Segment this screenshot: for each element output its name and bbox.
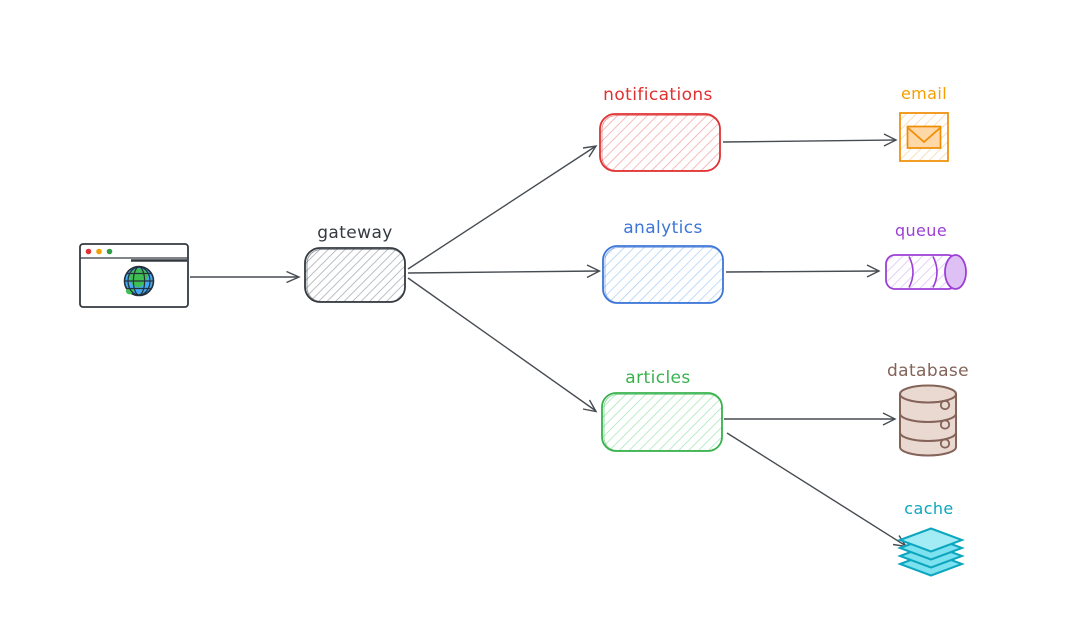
node-email[interactable]: email [899,84,949,162]
articles-label: articles [625,368,690,388]
edge-gateway-notifications[interactable] [407,145,598,270]
edge-gateway-analytics[interactable] [407,264,602,279]
edge-gateway-articles[interactable] [407,277,598,413]
window-dot-yellow [96,248,102,255]
database-label: database [887,361,969,381]
node-analytics[interactable]: analytics [602,218,724,304]
stacked-layers-icon [897,527,965,577]
window-dot-green [106,248,113,255]
edge-analytics-queue[interactable] [725,264,881,278]
globe-icon [123,265,155,297]
window-dot-red [85,248,92,255]
browser-globe-icon [79,243,189,308]
node-queue[interactable]: queue [885,221,967,290]
email-label: email [901,84,947,103]
analytics-label: analytics [623,218,703,238]
cache-label: cache [904,499,953,518]
edge-articles-database[interactable] [724,412,897,426]
gateway-label: gateway [317,223,393,243]
edge-notifications-email[interactable] [722,133,898,147]
node-browser[interactable] [79,243,189,308]
database-cylinder-icon [899,384,957,457]
queue-label: queue [895,221,947,240]
node-database[interactable]: database [887,361,969,457]
node-articles[interactable]: articles [601,368,723,452]
node-notifications[interactable]: notifications [599,85,721,172]
edge-browser-gateway[interactable] [190,270,301,284]
horizontal-cylinder-icon [885,254,967,290]
envelope-icon [906,125,942,149]
node-cache[interactable]: cache [897,499,965,577]
notifications-label: notifications [603,85,713,105]
node-gateway[interactable]: gateway [304,223,406,303]
